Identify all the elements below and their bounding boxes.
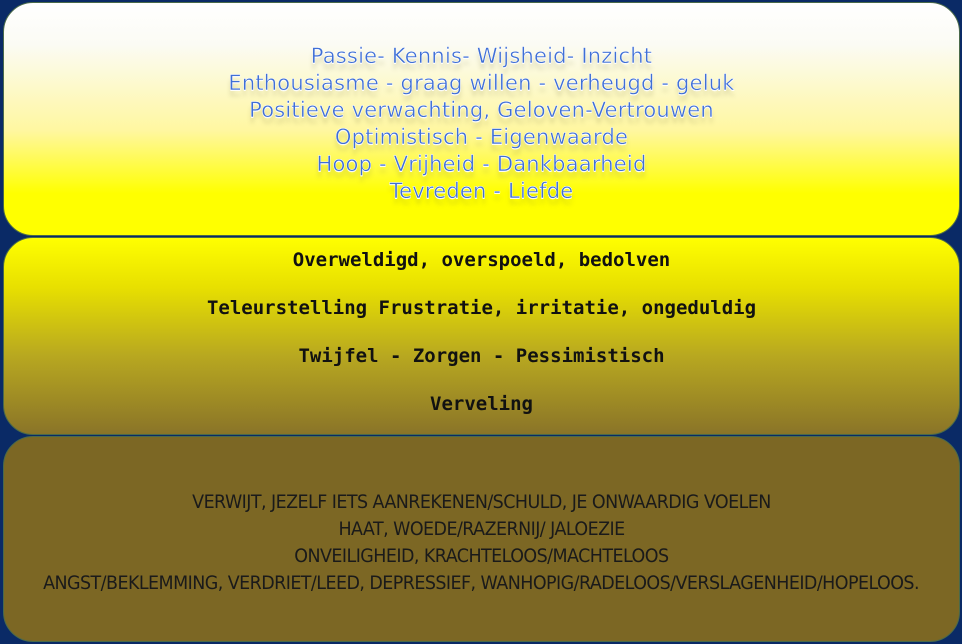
top-line-1: Passie- Kennis- Wijsheid- Inzicht	[310, 44, 653, 68]
top-line-5: Hoop - Vrijheid - Dankbaarheid	[316, 152, 647, 176]
bottom-emotions-panel: Verwijt, jezelf iets aanrekenen/schuld, …	[3, 436, 960, 642]
top-line-6: Tevreden - Liefde	[389, 179, 574, 203]
bottom-line-2: Haat, woede/razernij/ jaloezie	[338, 518, 625, 540]
top-emotions-panel: Passie- Kennis- Wijsheid- Inzicht Enthou…	[3, 2, 960, 236]
bottom-line-1: Verwijt, jezelf iets aanrekenen/schuld, …	[192, 491, 771, 513]
middle-line-4: Verveling	[430, 392, 533, 415]
middle-line-1: Overweldigd, overspoeld, bedolven	[292, 248, 671, 271]
bottom-line-3: Onveiligheid, krachteloos/machteloos	[294, 545, 669, 567]
middle-emotions-panel: Overweldigd, overspoeld, bedolven Teleur…	[3, 237, 960, 435]
middle-line-3: Twijfel - Zorgen - Pessimistisch	[298, 344, 665, 367]
top-line-2: Enthousiasme - graag willen - verheugd -…	[228, 71, 735, 95]
top-line-3: Positieve verwachting, Geloven-Vertrouwe…	[249, 98, 714, 122]
bottom-line-4: Angst/beklemming, verdriet/leed, depress…	[43, 572, 920, 594]
top-line-4: Optimistisch - Eigenwaarde	[334, 125, 629, 149]
middle-line-2: Teleurstelling Frustratie, irritatie, on…	[206, 296, 757, 319]
